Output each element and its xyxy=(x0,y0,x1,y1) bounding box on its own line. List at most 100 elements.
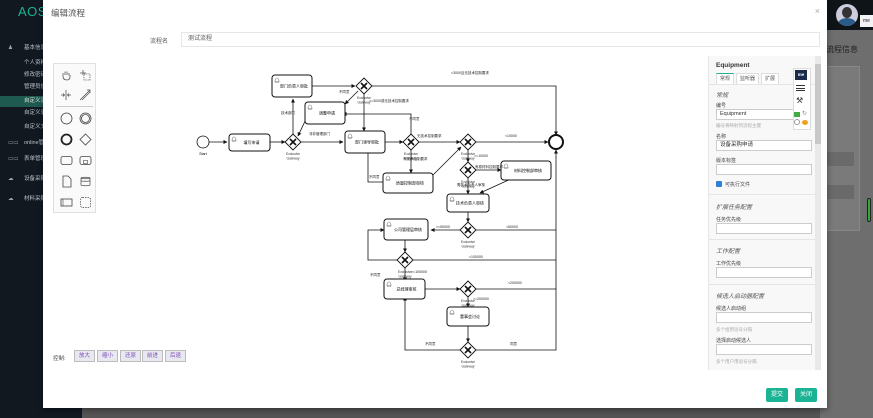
sidebar-item[interactable]: 个人资料 xyxy=(0,58,82,69)
executable-checkbox[interactable] xyxy=(716,181,722,187)
task-adjust[interactable]: 调整申请 xyxy=(304,101,346,125)
reset-button[interactable]: 还原 xyxy=(120,350,142,362)
task-label: 材料控制部审核 xyxy=(514,167,542,173)
me-icon[interactable]: me xyxy=(795,70,807,80)
name-input[interactable]: 设备采购申请 xyxy=(716,140,812,151)
sidebar-item[interactable]: 自定义表单 xyxy=(0,108,82,119)
sidebar-item[interactable]: 自定义流程 xyxy=(0,96,82,107)
subprocess-icon[interactable] xyxy=(78,153,92,167)
tab-extensions[interactable]: 扩展 xyxy=(761,73,780,84)
undo-button[interactable]: 后退 xyxy=(165,350,187,362)
task-icon[interactable] xyxy=(59,153,73,167)
sidebar-item[interactable]: ▭▭表单管理 xyxy=(0,154,82,165)
flow-label: >=200000 xyxy=(473,297,489,301)
task-priority-input[interactable] xyxy=(716,223,812,234)
task-priority-label: 任务优先级 xyxy=(716,217,742,223)
tab-listeners[interactable]: 监听器 xyxy=(736,73,760,84)
gateway-label: Gateway xyxy=(404,157,417,161)
menu-icon[interactable] xyxy=(796,85,805,91)
task-board-meeting[interactable]: 董事会讨论 xyxy=(446,306,490,327)
image-icon[interactable] xyxy=(794,112,800,117)
task-dept-approve[interactable]: 部门领导审批 xyxy=(344,130,386,154)
task-company-mgmt[interactable]: 公司管理层审核 xyxy=(383,218,429,241)
connect-tool-icon[interactable] xyxy=(78,88,92,102)
sidebar-item[interactable]: ♟基本信息 xyxy=(0,43,82,54)
space-tool-icon[interactable] xyxy=(59,88,73,102)
avatar[interactable] xyxy=(836,4,858,26)
job-priority-input[interactable] xyxy=(716,267,812,278)
magic-wand-icon[interactable]: ⚒ xyxy=(796,96,804,105)
sidebar-item[interactable]: 修改密码 xyxy=(0,70,82,81)
data-store-icon[interactable] xyxy=(78,174,92,188)
task-quality-control[interactable]: 质量控制部审核 xyxy=(382,172,434,194)
gateway-icon[interactable] xyxy=(78,132,92,146)
id-label: 编号 xyxy=(716,103,727,109)
section-extended-task: 扩展任务配置 xyxy=(716,205,753,211)
sidebar-item-label: 个人资料 xyxy=(24,60,47,66)
pool-icon[interactable] xyxy=(59,195,73,209)
redo-button[interactable]: 前进 xyxy=(142,350,164,362)
task-apply[interactable]: 填写申请 xyxy=(228,133,271,152)
controls-label: 控制: xyxy=(53,356,66,362)
flow-label: >=10000 xyxy=(474,154,488,158)
hand-tool-icon[interactable] xyxy=(59,68,73,82)
flow-label: 同意 xyxy=(510,341,518,346)
name-label: 名称 xyxy=(716,134,727,140)
gateway-label: Gateway xyxy=(461,157,474,161)
user-task-icon xyxy=(231,136,237,142)
group-icon[interactable] xyxy=(78,195,92,209)
close-icon[interactable]: × xyxy=(814,6,820,16)
start-event-icon[interactable] xyxy=(59,111,73,125)
end-event-icon[interactable] xyxy=(59,132,73,146)
id-input[interactable]: Equipment xyxy=(716,109,796,120)
page-scrollbar[interactable] xyxy=(867,198,871,222)
sidebar-item-label: 自定义流程 xyxy=(24,98,52,104)
sidebar-item[interactable]: ☁材料采购 xyxy=(0,194,82,205)
sidebar-item[interactable]: 管理员信息 xyxy=(0,82,82,93)
task-material-control[interactable]: 材料控制部审核 xyxy=(500,160,552,181)
task-gm-approve[interactable]: 总经理审核 xyxy=(383,278,426,300)
sidebar-item-label: 基本信息 xyxy=(24,45,47,51)
version-input[interactable] xyxy=(716,164,812,175)
tab-general[interactable]: 常规 xyxy=(716,73,735,84)
submit-button[interactable]: 提交 xyxy=(766,388,789,402)
candidate-group-input[interactable] xyxy=(716,312,812,323)
lasso-tool-icon[interactable] xyxy=(78,68,92,82)
task-dept-head[interactable]: 部门负责人审批 xyxy=(271,74,313,98)
flow-label: 有原材料控制要求 xyxy=(475,164,503,169)
sidebar-item[interactable]: 自定义文件 xyxy=(0,122,82,133)
gateway-label: Gateway xyxy=(398,275,411,279)
me-extension-tab[interactable]: me xyxy=(860,15,873,27)
eye-icon[interactable] xyxy=(802,120,808,125)
flow-label: <3000且无技术控制要求 xyxy=(451,70,489,75)
zoom-out-button[interactable]: 缩小 xyxy=(97,350,119,362)
cloud-icon: ☁ xyxy=(8,196,14,202)
properties-scrollbar[interactable] xyxy=(815,56,821,370)
gateway-label: Exclusive xyxy=(461,240,475,244)
process-name-input[interactable]: 测试流程 xyxy=(181,32,820,47)
close-button[interactable]: 关闭 xyxy=(795,388,818,402)
flow-label: >=50000 xyxy=(436,225,450,229)
intermediate-event-icon[interactable] xyxy=(78,111,92,125)
sidebar-item[interactable]: ▭▭online管理 xyxy=(0,138,82,149)
data-object-icon[interactable] xyxy=(59,174,73,188)
candidate-group-hint: 多个组用逗号分隔 xyxy=(716,327,752,332)
refresh-icon[interactable]: ↻ xyxy=(802,111,808,117)
task-tech-lead[interactable]: 技术负责人审核 xyxy=(446,193,490,213)
sidebar-item[interactable]: ☁设备采购 xyxy=(0,174,82,185)
candidate-user-input[interactable] xyxy=(716,344,812,355)
start-label: Start xyxy=(199,152,206,156)
info-icon[interactable] xyxy=(794,119,800,125)
sidebar-item-label: 自定义文件 xyxy=(24,124,52,130)
zoom-in-button[interactable]: 放大 xyxy=(74,350,96,362)
